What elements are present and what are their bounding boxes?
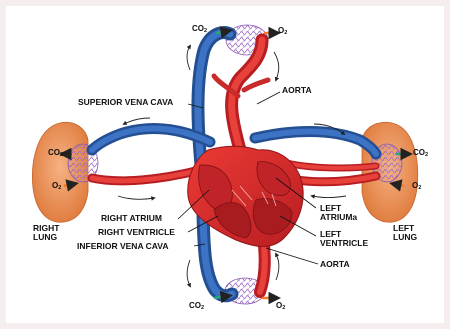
label-right-atrium: RIGHT ATRIUM	[101, 214, 162, 223]
co2-label-left-lung: CO2	[413, 148, 428, 160]
label-right-ventricle: RIGHT VENTRICLE	[98, 228, 175, 237]
label-right-lung: RIGHT LUNG	[33, 224, 59, 242]
label-left-lung: LEFT LUNG	[393, 224, 417, 242]
o2-label-top: O2	[278, 26, 287, 38]
label-left-atrium: LEFT ATRIUMa	[320, 204, 357, 222]
o2-label-bottom: O2	[276, 301, 285, 313]
label-left-ventricle: LEFT VENTRICLE	[320, 230, 368, 248]
co2-label-top: CO2	[192, 24, 207, 36]
co2-label-bottom: CO2	[189, 301, 204, 313]
label-inferior-vena-cava: INFERIOR VENA CAVA	[77, 242, 168, 251]
label-aorta-top: AORTA	[282, 86, 312, 95]
co2-label-right-lung: CO2	[48, 148, 63, 160]
o2-label-right-lung: O2	[52, 181, 61, 193]
label-aorta-bottom: AORTA	[320, 260, 350, 269]
o2-label-left-lung: O2	[412, 181, 421, 193]
label-superior-vena-cava: SUPERIOR VENA CAVA	[78, 98, 173, 107]
